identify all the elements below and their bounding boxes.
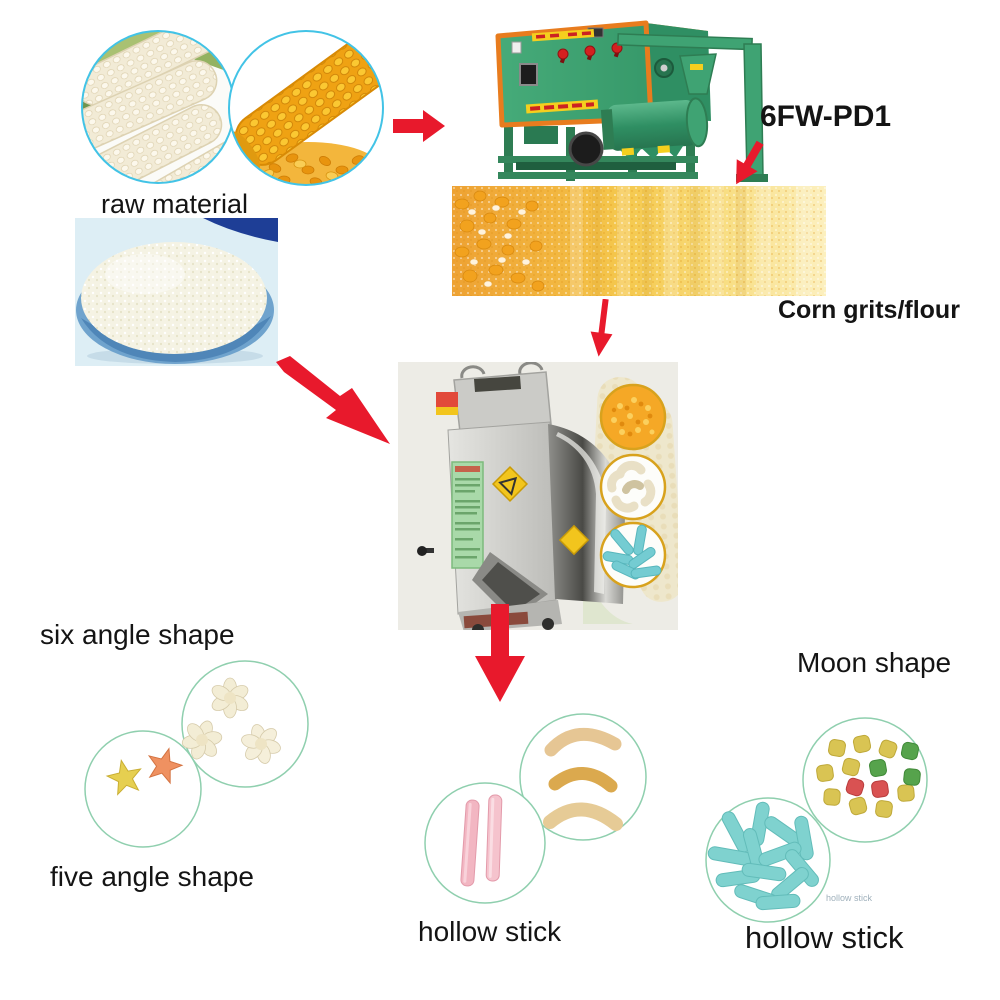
- six-angle-photo: [181, 660, 309, 788]
- moon-shape-label: Moon shape: [797, 647, 952, 678]
- model-label: 6FW-PD1: [760, 100, 892, 133]
- cyan-ring: [228, 30, 384, 186]
- arrow-lightning-icon: [276, 356, 390, 444]
- arrow-down-tilted-icon: [736, 140, 764, 185]
- pulley-wheel: [568, 131, 604, 167]
- raw-material-photos: [81, 30, 384, 186]
- hollow-stick-center-label: hollow stick: [418, 916, 562, 947]
- grits-circle: [599, 383, 667, 451]
- funnel: [679, 53, 717, 95]
- blue-stick-circle: [599, 521, 667, 589]
- pink-sticks-photo: [424, 782, 546, 904]
- red-sticker: [436, 392, 458, 407]
- five-angle-photo: [84, 730, 202, 848]
- mill-cylinder: [600, 97, 709, 161]
- moon-hollow-photos: [705, 717, 928, 923]
- arrow-big-down-icon: [475, 604, 525, 702]
- hollow-stick-right-label: hollow stick: [745, 920, 904, 955]
- grits-label: Corn grits/flour: [778, 296, 960, 324]
- bowl-rim-pattern: [203, 218, 278, 242]
- mill-machine-photo: [495, 20, 768, 182]
- grits-bowl-photo: [75, 218, 278, 366]
- five-angle-label: five angle shape: [50, 861, 254, 892]
- flower-puffs: [181, 677, 281, 764]
- six-angle-label: six angle shape: [40, 619, 235, 650]
- arrow-right-icon: [393, 110, 445, 142]
- blue-sticks: [707, 801, 819, 911]
- extruder-machine-photo: [398, 362, 678, 630]
- crescent-puffs: [543, 727, 623, 831]
- grain-mound: [81, 242, 267, 354]
- star-puffs: [105, 747, 184, 796]
- watermark-text: hollow stick: [826, 893, 873, 903]
- grits-band-photo: [452, 186, 826, 296]
- angle-shapes-photos: [84, 660, 309, 848]
- pink-sticks: [460, 794, 503, 887]
- yellow-corn-photo: [229, 31, 383, 185]
- tap: [417, 546, 427, 556]
- warning-sticker: [491, 465, 529, 503]
- grit-chunks: [454, 190, 545, 292]
- arrow-down-icon: [590, 299, 613, 357]
- green-info-label: [451, 461, 484, 569]
- raw-material-label: raw material: [101, 189, 249, 219]
- hollow-stick-photos: [424, 713, 647, 904]
- curl-circle: [599, 453, 667, 521]
- pellets: [816, 734, 921, 818]
